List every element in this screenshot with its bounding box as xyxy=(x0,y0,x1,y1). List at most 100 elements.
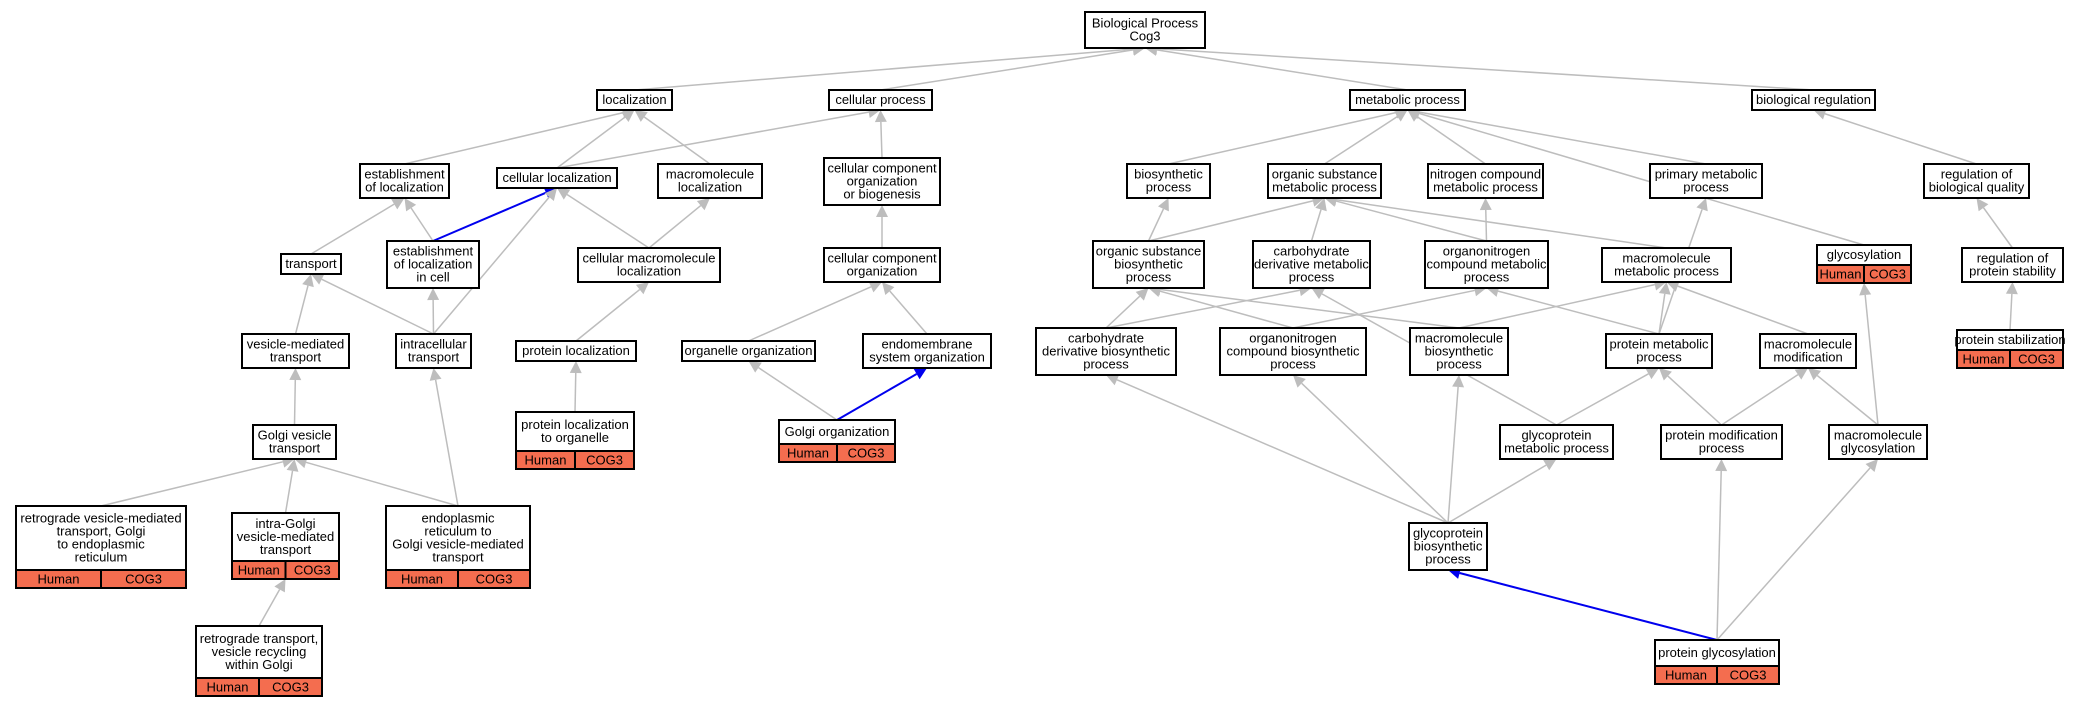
go-term-node-bioreg[interactable]: biological regulation xyxy=(1751,89,1876,111)
node-label-line: macromolecule xyxy=(1764,337,1852,352)
go-term-node-cellproc[interactable]: cellular process xyxy=(828,89,933,111)
go-term-node-localization[interactable]: localization xyxy=(596,89,673,111)
edge-estlocc-to-estloc xyxy=(404,198,434,242)
go-term-node-metproc[interactable]: metabolic process xyxy=(1349,89,1466,111)
node-label-line: transport xyxy=(260,542,312,557)
node-label-line: process xyxy=(1083,357,1129,372)
node-label-line: intracellular xyxy=(400,337,467,352)
node-label-line: of localization xyxy=(365,180,444,195)
gene-tag-label: COG3 xyxy=(2018,352,2055,367)
gene-tag xyxy=(574,450,635,470)
edge-macglyco-to-glyco xyxy=(1859,283,1879,426)
node-label-line: cellular process xyxy=(835,92,926,107)
node-box xyxy=(823,157,941,206)
go-term-node-transport[interactable]: transport xyxy=(280,253,342,275)
organism-tag-label: Human xyxy=(401,572,443,587)
go-term-node-cellloc[interactable]: cellular localization xyxy=(496,167,618,189)
edges-layer xyxy=(100,42,2018,641)
node-box xyxy=(1409,327,1509,376)
node-label-line: or biogenesis xyxy=(843,187,921,202)
edge-localization-to-bp xyxy=(634,43,1145,91)
node-label-line: to organelle xyxy=(541,430,609,445)
edge-ergv-to-gvt xyxy=(294,456,459,507)
node-label-line: carbohydrate xyxy=(1274,244,1350,259)
organism-tag-label: Human xyxy=(238,563,280,578)
edge-macmod-to-mmp xyxy=(1666,280,1809,335)
organism-tag-label: Human xyxy=(1665,668,1707,683)
node-label-line: reticulum xyxy=(75,550,128,565)
edge-ccob-to-cellproc xyxy=(874,110,887,159)
node-label-line: compound biosynthetic xyxy=(1227,344,1360,359)
node-label-line: transport xyxy=(432,550,484,565)
node-box xyxy=(1751,89,1876,111)
edge-cellloc-to-localization xyxy=(556,110,635,169)
node-label-line: process xyxy=(1425,552,1471,567)
node-label-line: metabolic process xyxy=(1355,92,1460,107)
node-label-line: derivative metabolic xyxy=(1254,257,1369,272)
node-label-line: transport xyxy=(285,256,337,271)
node-label-line: regulation of xyxy=(1977,251,2049,266)
node-box xyxy=(1035,327,1177,376)
node-label-line: carbohydrate xyxy=(1068,331,1144,346)
node-label-line: biological regulation xyxy=(1756,92,1871,107)
node-label-line: organonitrogen xyxy=(1249,331,1336,346)
go-term-node-igvt[interactable]: intra-Golgivesicle-mediatedtransportHuma… xyxy=(231,512,340,580)
go-term-node-orgorg[interactable]: organelle organization xyxy=(681,340,816,362)
go-term-node-rtvr[interactable]: retrograde transport,vesicle recyclingwi… xyxy=(195,625,323,697)
edge-osbp-to-biosyn xyxy=(1147,198,1169,242)
edge-cdbp-to-osbp xyxy=(1105,288,1149,329)
gene-tag-label: COG3 xyxy=(848,446,885,461)
node-box xyxy=(1660,424,1783,460)
node-label-line: glycosylation xyxy=(1841,441,1915,456)
organism-tag-label: Human xyxy=(525,453,567,468)
organism-tag-label: Human xyxy=(787,446,829,461)
edge-cdmp-to-osmp xyxy=(1310,198,1327,242)
gene-tag-label: COG3 xyxy=(294,563,331,578)
node-box xyxy=(1923,163,2030,199)
edge-pglyco-to-pmodp xyxy=(1715,459,1728,641)
node-label-line: Golgi organization xyxy=(785,424,890,439)
node-box xyxy=(596,89,673,111)
go-term-node-protloc[interactable]: protein localization xyxy=(515,340,637,362)
gene-tag xyxy=(457,569,531,589)
node-label-line: localization xyxy=(602,92,666,107)
gene-tag-label: COG3 xyxy=(125,572,162,587)
